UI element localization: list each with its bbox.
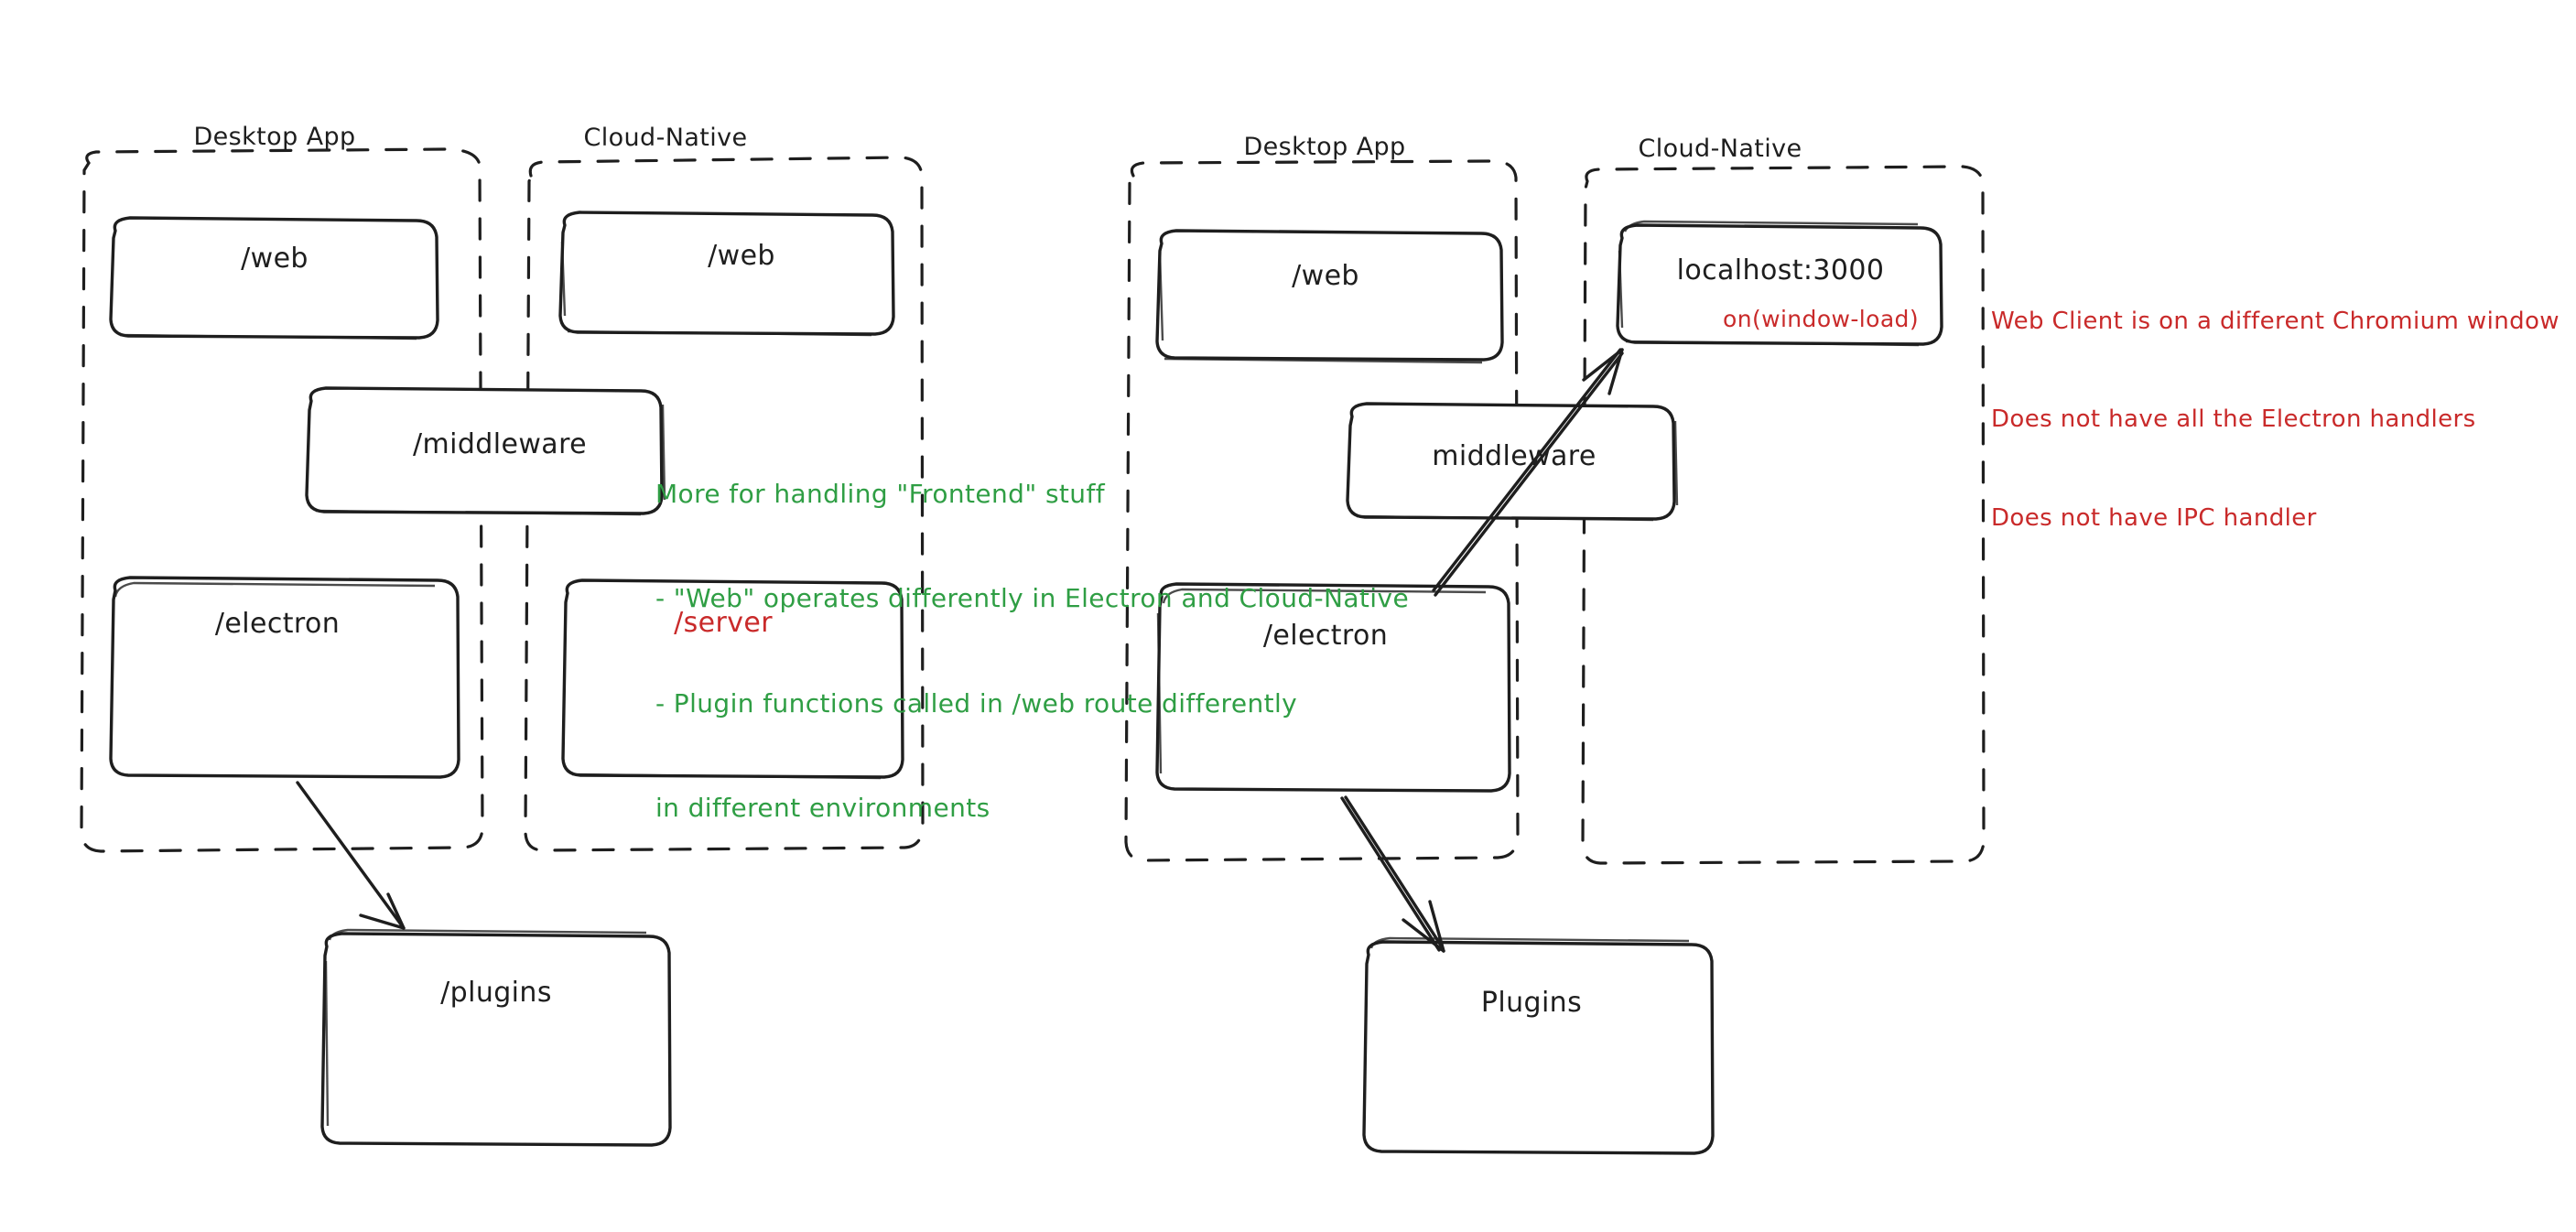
- arrow-left-electron-to-plugins: [296, 781, 406, 930]
- node-label-left-desktop-web: /web: [241, 243, 308, 275]
- group-title-right-desktop: Desktop App: [1243, 133, 1406, 161]
- annotation-middleware-note-line-2: - "Web" operates differently in Electron…: [655, 583, 1410, 614]
- node-shape-right-plugins: [1362, 936, 1715, 1155]
- node-label-left-middleware: /middleware: [413, 428, 587, 460]
- node-label-right-plugins: Plugins: [1480, 987, 1583, 1019]
- annotation-web-client-note-line-3: Does not have IPC handler: [1991, 504, 2317, 532]
- group-title-left-cloud: Cloud-Native: [583, 124, 748, 152]
- node-label-left-cloud-web: /web: [708, 240, 775, 272]
- annotation-middleware-note-line-1: More for handling "Frontend" stuff: [655, 479, 1105, 510]
- node-label-right-middleware: middleware: [1432, 440, 1596, 472]
- node-shape-left-desktop-web: [109, 216, 439, 340]
- node-label-left-server: /server: [674, 607, 773, 639]
- node-shape-right-desktop-web: [1155, 229, 1504, 364]
- annotation-middleware-note-line-3: - Plugin functions called in /web route …: [655, 687, 1298, 719]
- node-shape-left-plugins: [320, 928, 672, 1147]
- group-title-left-desktop: Desktop App: [193, 123, 356, 151]
- node-label-right-desktop-web: /web: [1292, 260, 1359, 292]
- node-label-right-localhost: localhost:3000: [1676, 254, 1885, 286]
- annotation-web-client-note-line-1: Web Client is on a different Chromium wi…: [1991, 307, 2560, 335]
- group-title-right-cloud: Cloud-Native: [1638, 135, 1802, 163]
- node-label-left-electron: /electron: [214, 608, 341, 640]
- annotation-middleware-note-line-4: in different environments: [655, 792, 990, 823]
- node-label-left-plugins: /plugins: [440, 977, 552, 1009]
- annotation-web-client-note-line-2: Does not have all the Electron handlers: [1991, 405, 2476, 434]
- node-label-right-electron: /electron: [1262, 620, 1389, 652]
- annotation-middleware-note: More for handling "Frontend" stuff - "We…: [655, 407, 1409, 895]
- node-sublabel-right-localhost: on(window-load): [1723, 306, 1919, 332]
- annotation-web-client-note: Web Client is on a different Chromium wi…: [1991, 240, 2560, 601]
